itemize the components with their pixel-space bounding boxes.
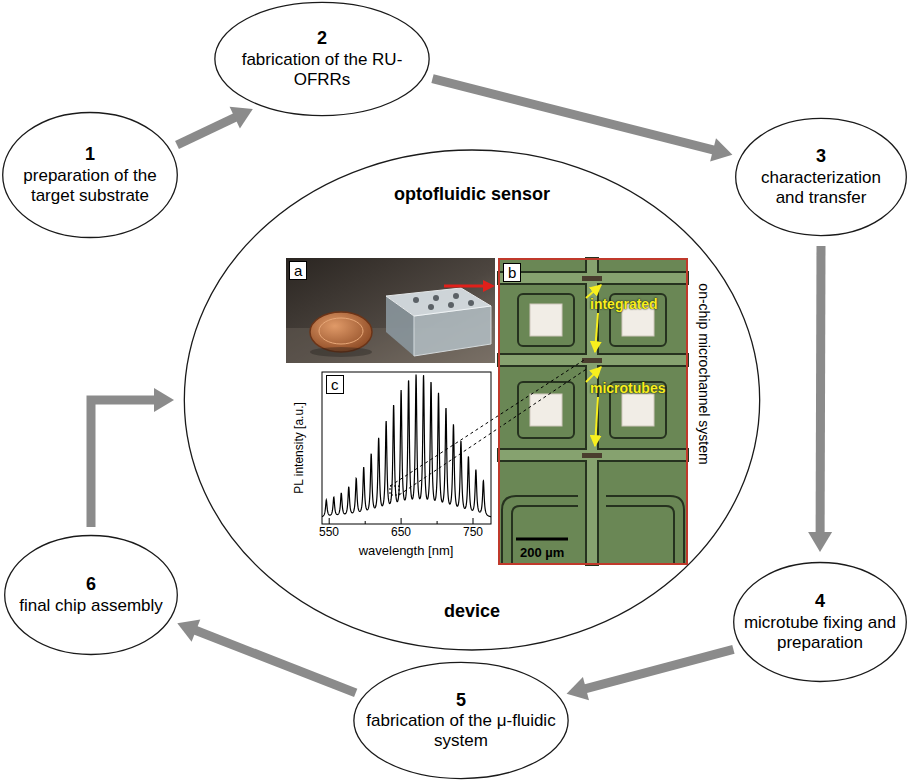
step-number: 3 [745, 146, 896, 168]
panel-letter: a [289, 261, 307, 280]
flow-arrow [91, 388, 174, 527]
arrow-head [177, 619, 200, 641]
arrow-shaft [433, 79, 716, 151]
arrow-head [567, 677, 589, 700]
arrow-head [710, 138, 732, 161]
step-label: microtube fixing and preparation [743, 613, 896, 653]
arrow-shaft [816, 246, 826, 534]
annotation: microtubes [590, 380, 665, 396]
process-ellipse: 5fabrication of the μ-fluidic system [353, 662, 569, 779]
process-ellipse: 1preparation of the target substrate [2, 112, 178, 238]
micrograph-panel: bintegratedmicrotubeson-chip microchanne… [498, 258, 688, 565]
text-group: 3characterization and transfer [745, 146, 896, 208]
flow-arrow [177, 107, 253, 145]
pl-spectrum-plot [286, 360, 588, 562]
side-label: on-chip microchannel system [696, 283, 712, 464]
device-label: device [182, 601, 762, 622]
arrow-shaft [91, 400, 156, 527]
microchannel-micrograph [498, 258, 688, 565]
photo-panel: a [286, 258, 495, 363]
step-label: characterization and transfer [745, 168, 896, 208]
flow-arrow [808, 246, 832, 552]
annotation: integrated [590, 296, 658, 312]
text-group: 5fabrication of the μ-fluidic system [366, 690, 556, 752]
scale-bar-label: 200 µm [520, 546, 564, 561]
flow-arrow [177, 619, 355, 693]
process-ellipse: 4microtube fixing and preparation [733, 562, 907, 682]
device-ellipse: optofluidic sensor device a b integrated micr… [182, 148, 762, 652]
ellipse-outline [4, 535, 178, 655]
step-label: preparation of the target substrate [13, 166, 168, 206]
step-number: 2 [227, 28, 417, 50]
step-label: fabrication of the RU-OFRRs [227, 50, 417, 90]
text-group: 2fabrication of the RU-OFRRs [227, 28, 417, 90]
text-group: 4microtube fixing and preparation [743, 591, 896, 653]
step-label: fabrication of the μ-fluidic system [366, 711, 556, 751]
spectrum-panel: c PL intensity [a.u.] wavelength [nm] 550 65… [286, 366, 495, 562]
axis-label: wavelength [nm] [359, 544, 454, 559]
ellipse-outline [182, 148, 762, 652]
step-number: 6 [14, 574, 167, 596]
panel-letter: c [326, 375, 344, 394]
arrow-head [808, 532, 832, 552]
text-group: 6final chip assembly [14, 574, 167, 616]
tick-label: 650 [391, 526, 411, 540]
arrow-head [154, 388, 174, 412]
step-number: 1 [13, 144, 168, 166]
flow-arrow [567, 649, 734, 700]
flow-arrow [433, 79, 733, 162]
arrow-shaft [584, 649, 733, 689]
text-group: 1preparation of the target substrate [13, 144, 168, 206]
chip-photo [286, 258, 495, 363]
process-ellipse: 3characterization and transfer [735, 118, 907, 236]
device-title: optofluidic sensor [182, 184, 762, 205]
panel-letter: b [503, 263, 521, 282]
arrow-shaft [194, 630, 356, 693]
step-number: 4 [743, 591, 896, 613]
axis-label: PL intensity [a.u.] [293, 402, 307, 494]
process-ellipse: 6final chip assembly [4, 535, 178, 655]
process-ellipse: 2fabrication of the RU-OFRRs [214, 2, 430, 116]
arrow-head [230, 107, 253, 129]
tick-label: 750 [463, 526, 483, 540]
step-label: final chip assembly [14, 596, 167, 616]
tick-label: 550 [319, 526, 339, 540]
arrow-shaft [177, 117, 237, 145]
step-number: 5 [366, 690, 556, 712]
